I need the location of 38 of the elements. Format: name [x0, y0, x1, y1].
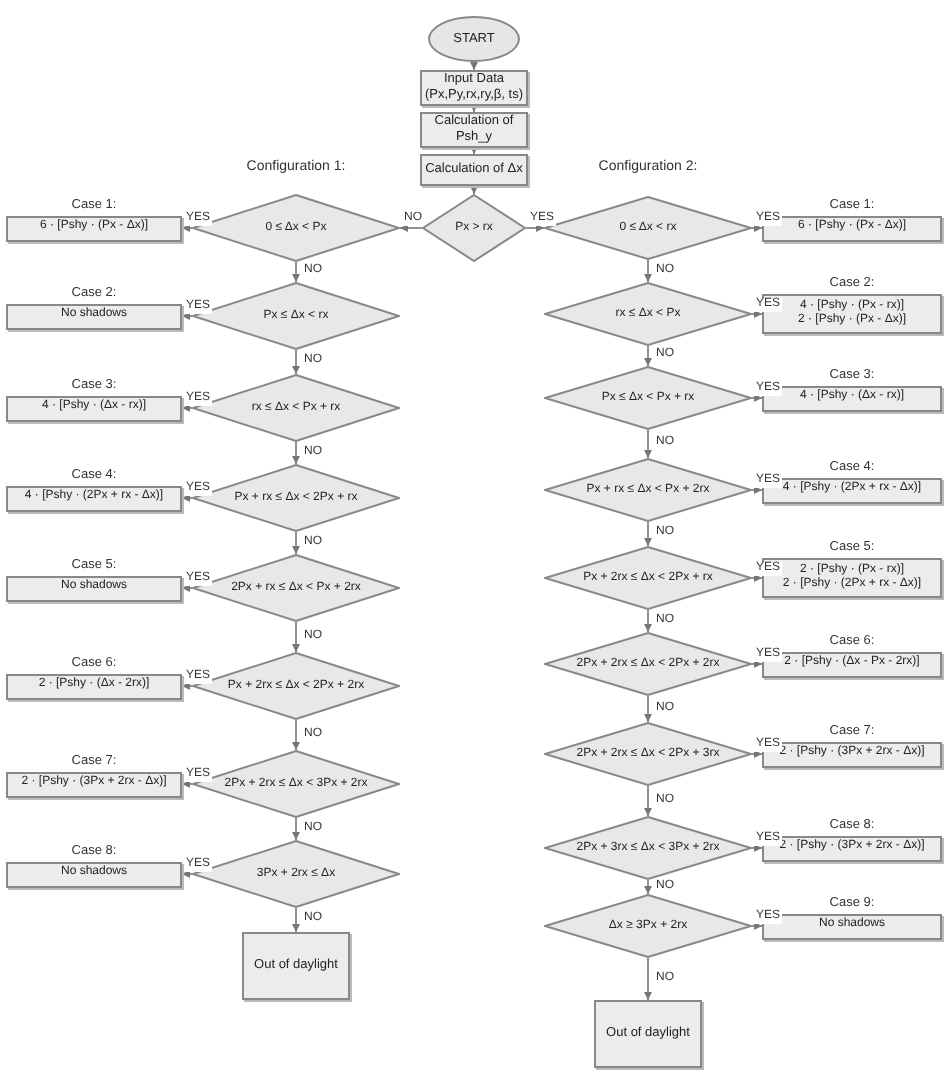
arrow [181, 404, 193, 412]
arrow [644, 695, 652, 723]
arrow [292, 719, 300, 751]
arrow [644, 345, 652, 367]
arrow [525, 224, 545, 232]
arrow [644, 429, 652, 459]
arrow [751, 224, 763, 232]
arrow [292, 531, 300, 555]
arrow [751, 844, 763, 852]
arrow [644, 609, 652, 633]
arrow [470, 185, 478, 195]
arrow [644, 259, 652, 283]
arrow [751, 660, 763, 668]
arrow [644, 957, 652, 1001]
arrow [181, 224, 193, 232]
arrow [751, 574, 763, 582]
arrow [181, 682, 193, 690]
arrow [644, 521, 652, 547]
arrow [751, 750, 763, 758]
arrow [181, 780, 193, 788]
arrow [181, 494, 193, 502]
arrow [751, 922, 763, 930]
arrow [644, 785, 652, 817]
arrow [181, 584, 193, 592]
arrow [292, 907, 300, 933]
arrow [644, 879, 652, 895]
arrow [751, 486, 763, 494]
arrow [292, 261, 300, 283]
arrow [399, 224, 423, 232]
arrow [470, 61, 478, 71]
arrow [292, 817, 300, 841]
arrow [181, 312, 193, 320]
arrow [751, 310, 763, 318]
arrow [292, 621, 300, 653]
arrow [292, 349, 300, 375]
arrow [292, 441, 300, 465]
arrow [181, 870, 193, 878]
arrow [751, 394, 763, 402]
